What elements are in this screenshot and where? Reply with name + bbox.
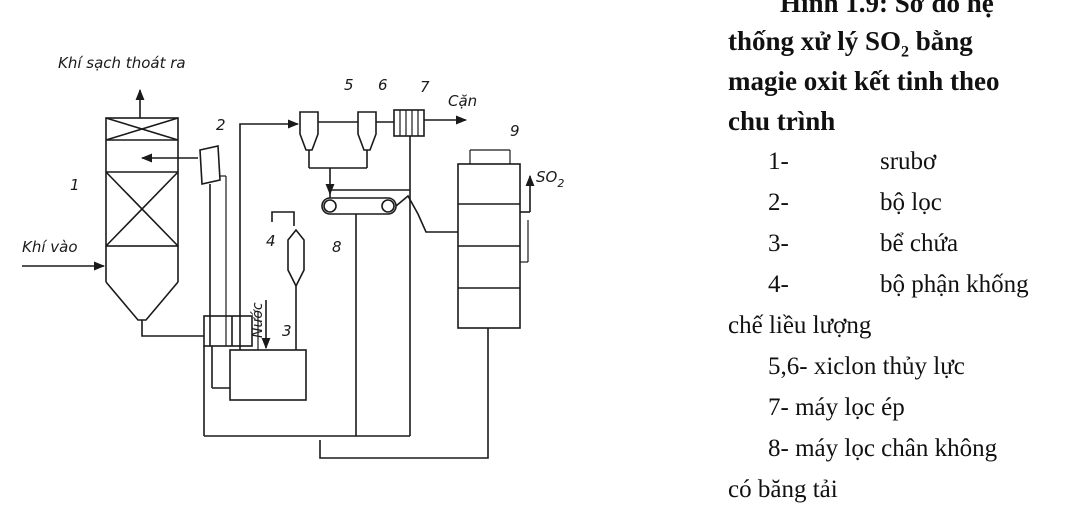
scrubber (105, 88, 179, 321)
vacuum-belt-filter (321, 197, 397, 232)
label-gas-in: Khí vào (22, 238, 78, 256)
process-diagram: Khí sạch thoát ra Khí vào Cặn Nước SO2 1… (22, 54, 564, 459)
num-2: 2 (216, 116, 226, 134)
num-4: 4 (266, 232, 276, 250)
legend-item-8-cont: có băng tải (728, 476, 838, 503)
num-8: 8 (332, 238, 342, 256)
caption-title-line-2: thống xử lý SO2 bằng (728, 26, 973, 61)
filter (140, 145, 227, 346)
hydrocyclone-6 (357, 111, 377, 168)
label-so2: SO2 (536, 168, 564, 190)
num-5: 5 (344, 76, 354, 94)
legend-item-1: 1-srubơ (768, 148, 937, 175)
legend-item-4-cont: chế liều lượng (728, 312, 872, 339)
legend-item-8: 8- máy lọc chân không (768, 435, 998, 462)
mixing-box (203, 315, 253, 347)
caption-title-line-4: chu trình (728, 106, 836, 136)
label-water: Nước (250, 302, 266, 338)
filter-press (393, 109, 425, 137)
num-6: 6 (378, 76, 388, 94)
regenerator (457, 149, 521, 329)
caption-title-line-3: magie oxit kết tinh theo (728, 66, 1000, 96)
legend-item-2: 2-bộ lọc (768, 189, 942, 216)
num-7: 7 (420, 78, 430, 96)
tank (229, 349, 307, 401)
label-residue: Cặn (448, 92, 477, 110)
caption-title-line-1: Hình 1.9: Sơ đồ hệ (780, 0, 994, 18)
doser (271, 211, 305, 350)
legend-item-3: 3-bể chứa (768, 230, 959, 257)
num-1: 1 (70, 176, 80, 194)
hydrocyclone-5 (299, 111, 319, 168)
legend-item-5-6: 5,6- xiclon thủy lực (768, 353, 965, 380)
legend-item-7: 7- máy lọc ép (768, 394, 905, 421)
num-3: 3 (282, 322, 292, 340)
num-9: 9 (510, 122, 520, 140)
legend-item-4: 4-bộ phận khống (768, 271, 1029, 298)
label-clean-gas: Khí sạch thoát ra (58, 54, 186, 72)
